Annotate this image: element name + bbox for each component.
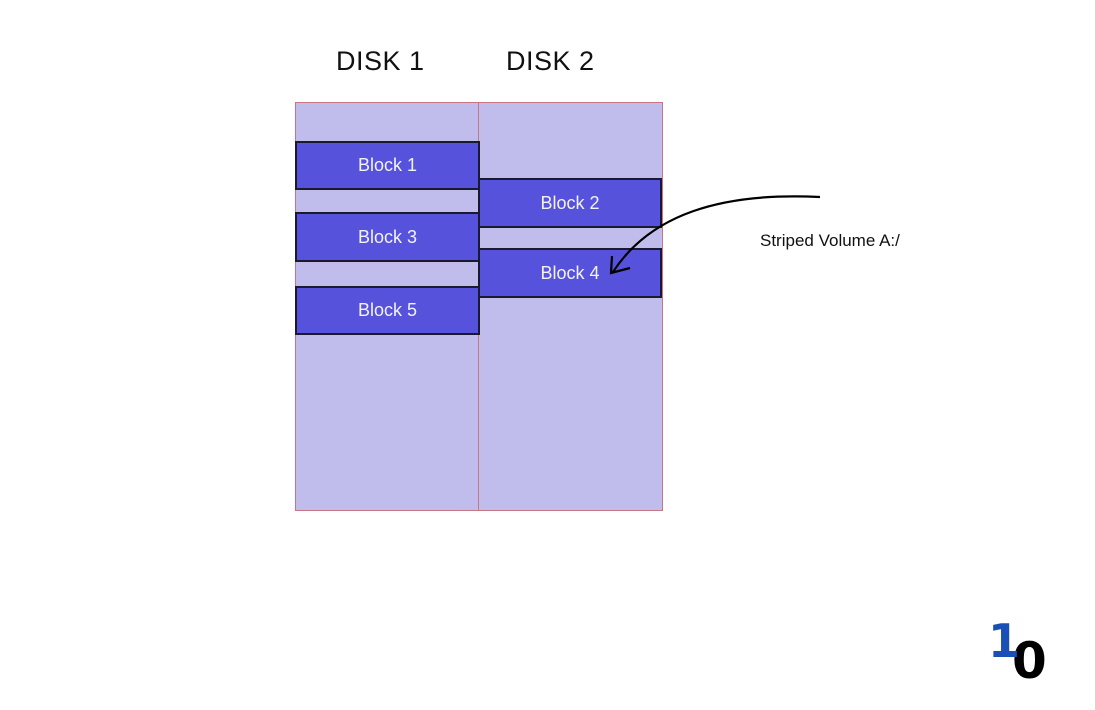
striped-volume-label: Striped Volume A:/ bbox=[760, 231, 900, 250]
disk-2-label: DISK 2 bbox=[506, 46, 595, 76]
logo-one: 1 bbox=[988, 614, 1021, 668]
block-2: Block 2 bbox=[478, 178, 662, 228]
block-1: Block 1 bbox=[295, 141, 480, 190]
block-4: Block 4 bbox=[478, 248, 662, 298]
logo: 0 1 bbox=[988, 618, 1058, 688]
block-5: Block 5 bbox=[295, 286, 480, 335]
logo-zero: 0 bbox=[1012, 632, 1047, 690]
disk-2 bbox=[478, 102, 663, 511]
block-3: Block 3 bbox=[295, 212, 480, 262]
disk-1-label: DISK 1 bbox=[336, 46, 425, 76]
